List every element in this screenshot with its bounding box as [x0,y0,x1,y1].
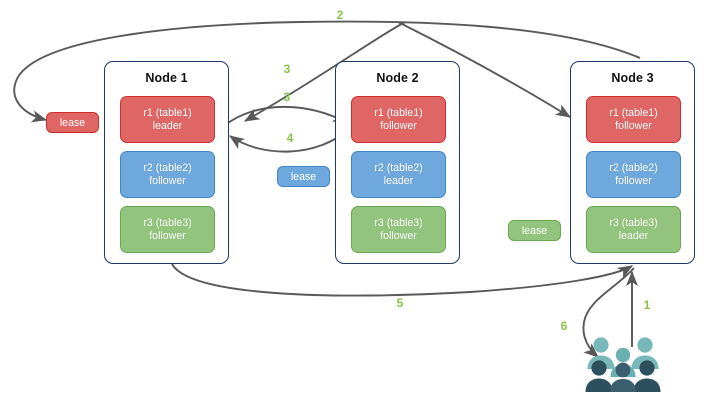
node-title: Node 3 [611,71,654,85]
replica-r3-node1[interactable]: r3 (table3) follower [120,206,215,253]
replica-line-2: follower [380,229,417,242]
node-title: Node 1 [145,71,188,85]
replica-line-2: follower [149,229,186,242]
node-box-2[interactable]: Node 2 r1 (table1) follower r2 (table2) … [335,61,460,264]
replica-line-2: follower [149,174,186,187]
replica-line-1: r3 (table3) [374,216,423,229]
step-label-5: 5 [396,296,404,310]
replica-r1-node3[interactable]: r1 (table1) follower [586,96,681,143]
arrow-step-5 [171,263,633,297]
step-label-4: 4 [286,131,294,145]
replica-line-1: r2 (table2) [609,161,658,174]
replica-line-1: r3 (table3) [143,216,192,229]
node-box-3[interactable]: Node 3 r1 (table1) follower r2 (table2) … [570,61,695,264]
lease-chip-green: lease [508,220,561,241]
lease-chip-red: lease [46,112,99,133]
replica-r1-node1[interactable]: r1 (table1) leader [120,96,215,143]
node-title: Node 2 [376,71,419,85]
replica-line-2: follower [380,119,417,132]
replica-r2-node1[interactable]: r2 (table2) follower [120,151,215,198]
replica-line-1: r1 (table1) [609,106,658,119]
arrow-step-3-lens-top [223,105,348,127]
replica-r2-node2[interactable]: r2 (table2) leader [351,151,446,198]
replica-r3-node2[interactable]: r3 (table3) follower [351,206,446,253]
replica-line-2: leader [152,119,183,132]
replica-r3-node3[interactable]: r3 (table3) leader [586,206,681,253]
people-icon [585,337,661,392]
replica-line-1: r2 (table2) [374,161,423,174]
step-label-3-upper: 3 [283,62,291,76]
step-label-6: 6 [560,319,568,333]
replica-r2-node3[interactable]: r2 (table2) follower [586,151,681,198]
lease-chip-blue: lease [277,166,330,187]
lease-label: lease [521,224,548,237]
replica-line-1: r1 (table1) [143,106,192,119]
step-label-2: 2 [336,8,344,22]
replica-r1-node2[interactable]: r1 (table1) follower [351,96,446,143]
step-label-3-lens: 3 [283,90,291,104]
replica-line-2: follower [615,174,652,187]
step-label-1: 1 [643,298,651,312]
replica-line-1: r3 (table3) [609,216,658,229]
replica-line-2: follower [615,119,652,132]
lease-label: lease [290,170,317,183]
lease-label: lease [59,116,86,129]
replica-line-2: leader [383,174,414,187]
node-box-1[interactable]: Node 1 r1 (table1) leader r2 (table2) fo… [104,61,229,264]
replica-line-1: r1 (table1) [374,106,423,119]
replica-line-2: leader [618,229,649,242]
replica-line-1: r2 (table2) [143,161,192,174]
